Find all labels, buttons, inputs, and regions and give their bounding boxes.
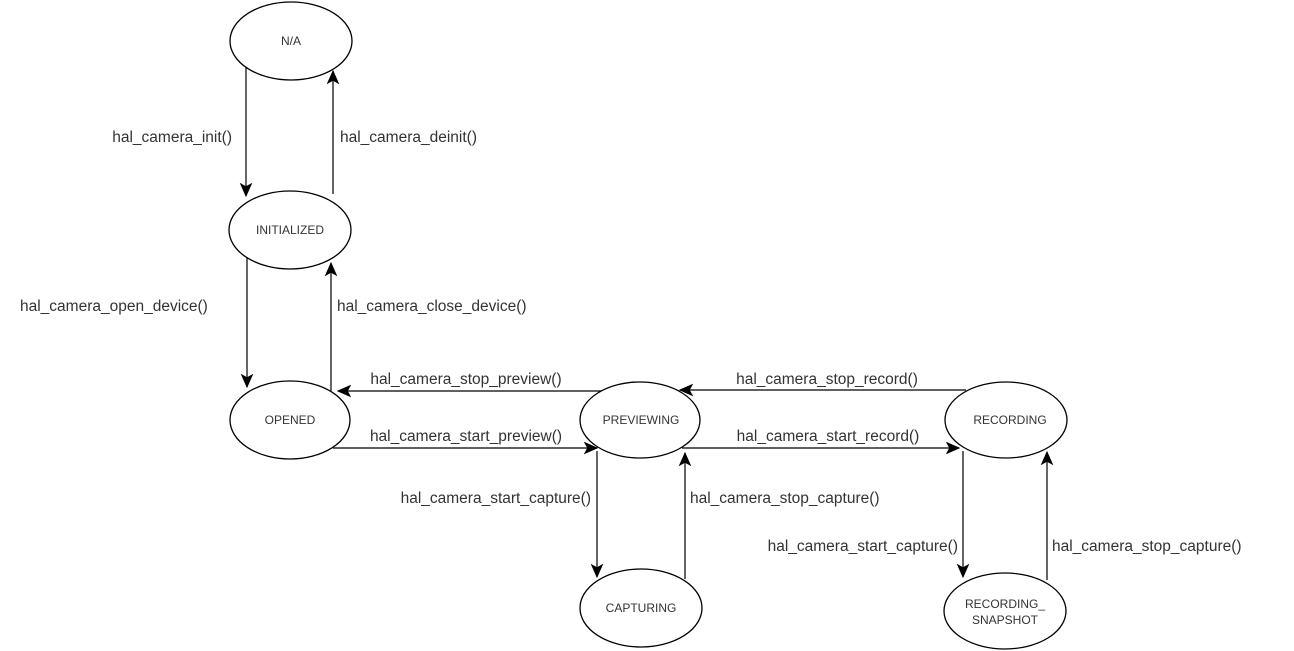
state-capturing-ellipse [579, 568, 703, 648]
label-hal-camera-stop-preview: hal_camera_stop_preview() [370, 371, 561, 388]
state-initialized: INITIALIZED [228, 190, 352, 270]
label-hal-camera-init: hal_camera_init() [112, 129, 232, 146]
state-previewing-label: PREVIEWING [603, 413, 680, 427]
state-recording-snapshot-label-line2: SNAPSHOT [972, 613, 1039, 627]
state-na: N/A [229, 1, 353, 81]
state-na-ellipse [229, 1, 353, 81]
state-recording-snapshot-ellipse [943, 572, 1067, 650]
state-capturing-label: CAPTURING [606, 601, 677, 615]
state-recording-snapshot: RECORDING_ SNAPSHOT [943, 572, 1067, 650]
state-na-label: N/A [281, 34, 301, 48]
label-hal-camera-open-device: hal_camera_open_device() [20, 298, 208, 315]
state-opened-label: OPENED [265, 413, 316, 427]
state-recording-label: RECORDING [973, 413, 1046, 427]
state-recording-snapshot-label-line1: RECORDING_ [965, 597, 1045, 611]
state-initialized-label: INITIALIZED [256, 223, 324, 237]
state-capturing: CAPTURING [579, 568, 703, 648]
label-hal-camera-start-capture-previewing: hal_camera_start_capture() [401, 490, 591, 507]
label-hal-camera-start-record: hal_camera_start_record() [737, 428, 920, 445]
label-hal-camera-close-device: hal_camera_close_device() [337, 298, 527, 315]
state-previewing-ellipse [579, 381, 701, 459]
state-initialized-ellipse [228, 190, 352, 270]
state-previewing: PREVIEWING [579, 381, 701, 459]
label-hal-camera-stop-capture-previewing: hal_camera_stop_capture() [690, 490, 880, 507]
label-hal-camera-stop-capture-recording: hal_camera_stop_capture() [1052, 538, 1242, 555]
state-opened: OPENED [229, 380, 351, 460]
state-recording: RECORDING [944, 381, 1068, 459]
label-hal-camera-start-capture-recording: hal_camera_start_capture() [768, 538, 958, 555]
label-hal-camera-deinit: hal_camera_deinit() [340, 129, 477, 146]
state-opened-ellipse [229, 380, 351, 460]
label-hal-camera-stop-record: hal_camera_stop_record() [736, 371, 918, 388]
state-recording-ellipse [944, 381, 1068, 459]
label-hal-camera-start-preview: hal_camera_start_preview() [370, 428, 562, 445]
